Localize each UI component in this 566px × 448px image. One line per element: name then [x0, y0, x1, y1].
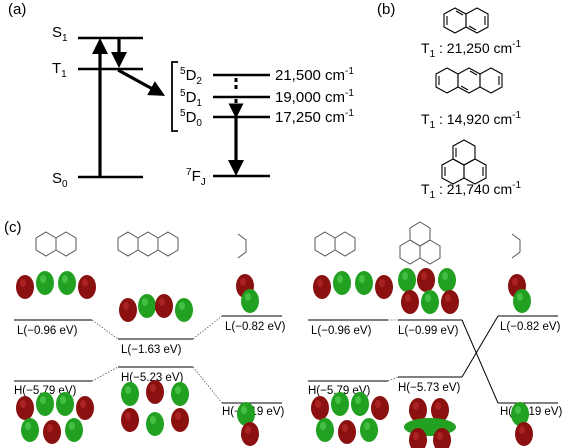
c-right-naphthalene-structure [314, 231, 356, 257]
naphthalene-structure [443, 7, 489, 34]
c-right-phenanthrene-structure [399, 221, 441, 265]
homo-left-2: H(−5.23 eV) [121, 372, 183, 384]
orbital-homo-right-2 [404, 398, 456, 448]
lumo-right-1: L(−0.96 eV) [311, 325, 372, 337]
homo-right-2: H(−5.73 eV) [398, 382, 460, 394]
triplet-energy-2: T1 : 14,920 cm-1 [421, 110, 522, 131]
lumo-right-2: L(−0.99 eV) [398, 325, 459, 337]
lumo-left-3: L(−0.82 eV) [225, 321, 286, 333]
panel-a-label: (a) [8, 1, 26, 18]
orbital-lumo-left-3 [236, 274, 259, 313]
crossing-line-2 [461, 315, 499, 378]
homo-connectors-left [91, 366, 223, 404]
phenanthrene-structure [441, 139, 487, 185]
orbital-homo-left-2 [121, 380, 189, 436]
anthracene-structure [435, 67, 503, 94]
homo-right-3: H(−6.19 eV) [500, 406, 562, 418]
homo-levels-right [308, 376, 558, 404]
lumo-right-3: L(−0.82 eV) [500, 321, 561, 333]
orbital-lumo-left-1 [16, 271, 96, 299]
5d-bracket [171, 61, 178, 132]
orbital-lumo-right-1 [313, 271, 393, 299]
c-left-anthracene-structure [117, 231, 179, 257]
level-5d1-label: 5D1 [180, 88, 202, 109]
lumo-connectors-left [91, 315, 223, 340]
lumo-levels-left [14, 315, 282, 340]
lumo-left-1: L(−0.96 eV) [17, 325, 78, 337]
lumo-levels-right [308, 315, 558, 321]
triplet-energy-1: T1 : 21,250 cm-1 [421, 39, 522, 60]
level-5d2-label: 5D2 [180, 66, 202, 87]
c-right-ligand-fragment [511, 233, 521, 259]
triplet-energy-3: T1 : 21,740 cm-1 [421, 180, 522, 201]
energy-5d0: 17,250 cm-1 [275, 108, 354, 126]
level-s1-label: S1 [52, 24, 68, 44]
homo-right-1: H(−5.79 eV) [308, 385, 370, 397]
orbital-homo-right-1 [311, 392, 389, 444]
homo-levels-left [14, 366, 282, 404]
level-7fj-label: 7FJ [186, 167, 206, 188]
panel-b-label: (b) [377, 1, 395, 18]
panel-c-label: (c) [4, 219, 22, 236]
orbital-lumo-right-2 [398, 268, 459, 314]
c-left-ligand-fragment [237, 233, 247, 259]
orbital-lumo-left-2 [119, 294, 193, 322]
level-t1-label: T1 [52, 60, 67, 80]
crossing-line-1 [461, 319, 499, 404]
lumo-left-2: L(−1.63 eV) [121, 344, 182, 356]
homo-connectors-right [387, 376, 399, 382]
energy-5d1: 19,000 cm-1 [275, 88, 354, 106]
orbital-lumo-right-3 [508, 274, 531, 313]
orbital-homo-left-1 [16, 392, 94, 444]
energy-5d2: 21,500 cm-1 [275, 66, 354, 84]
level-s0-label: S0 [52, 170, 68, 190]
level-5d0-label: 5D0 [180, 108, 202, 129]
energy-transfer-arrow [117, 68, 166, 96]
c-left-naphthalene-structure [35, 231, 77, 257]
